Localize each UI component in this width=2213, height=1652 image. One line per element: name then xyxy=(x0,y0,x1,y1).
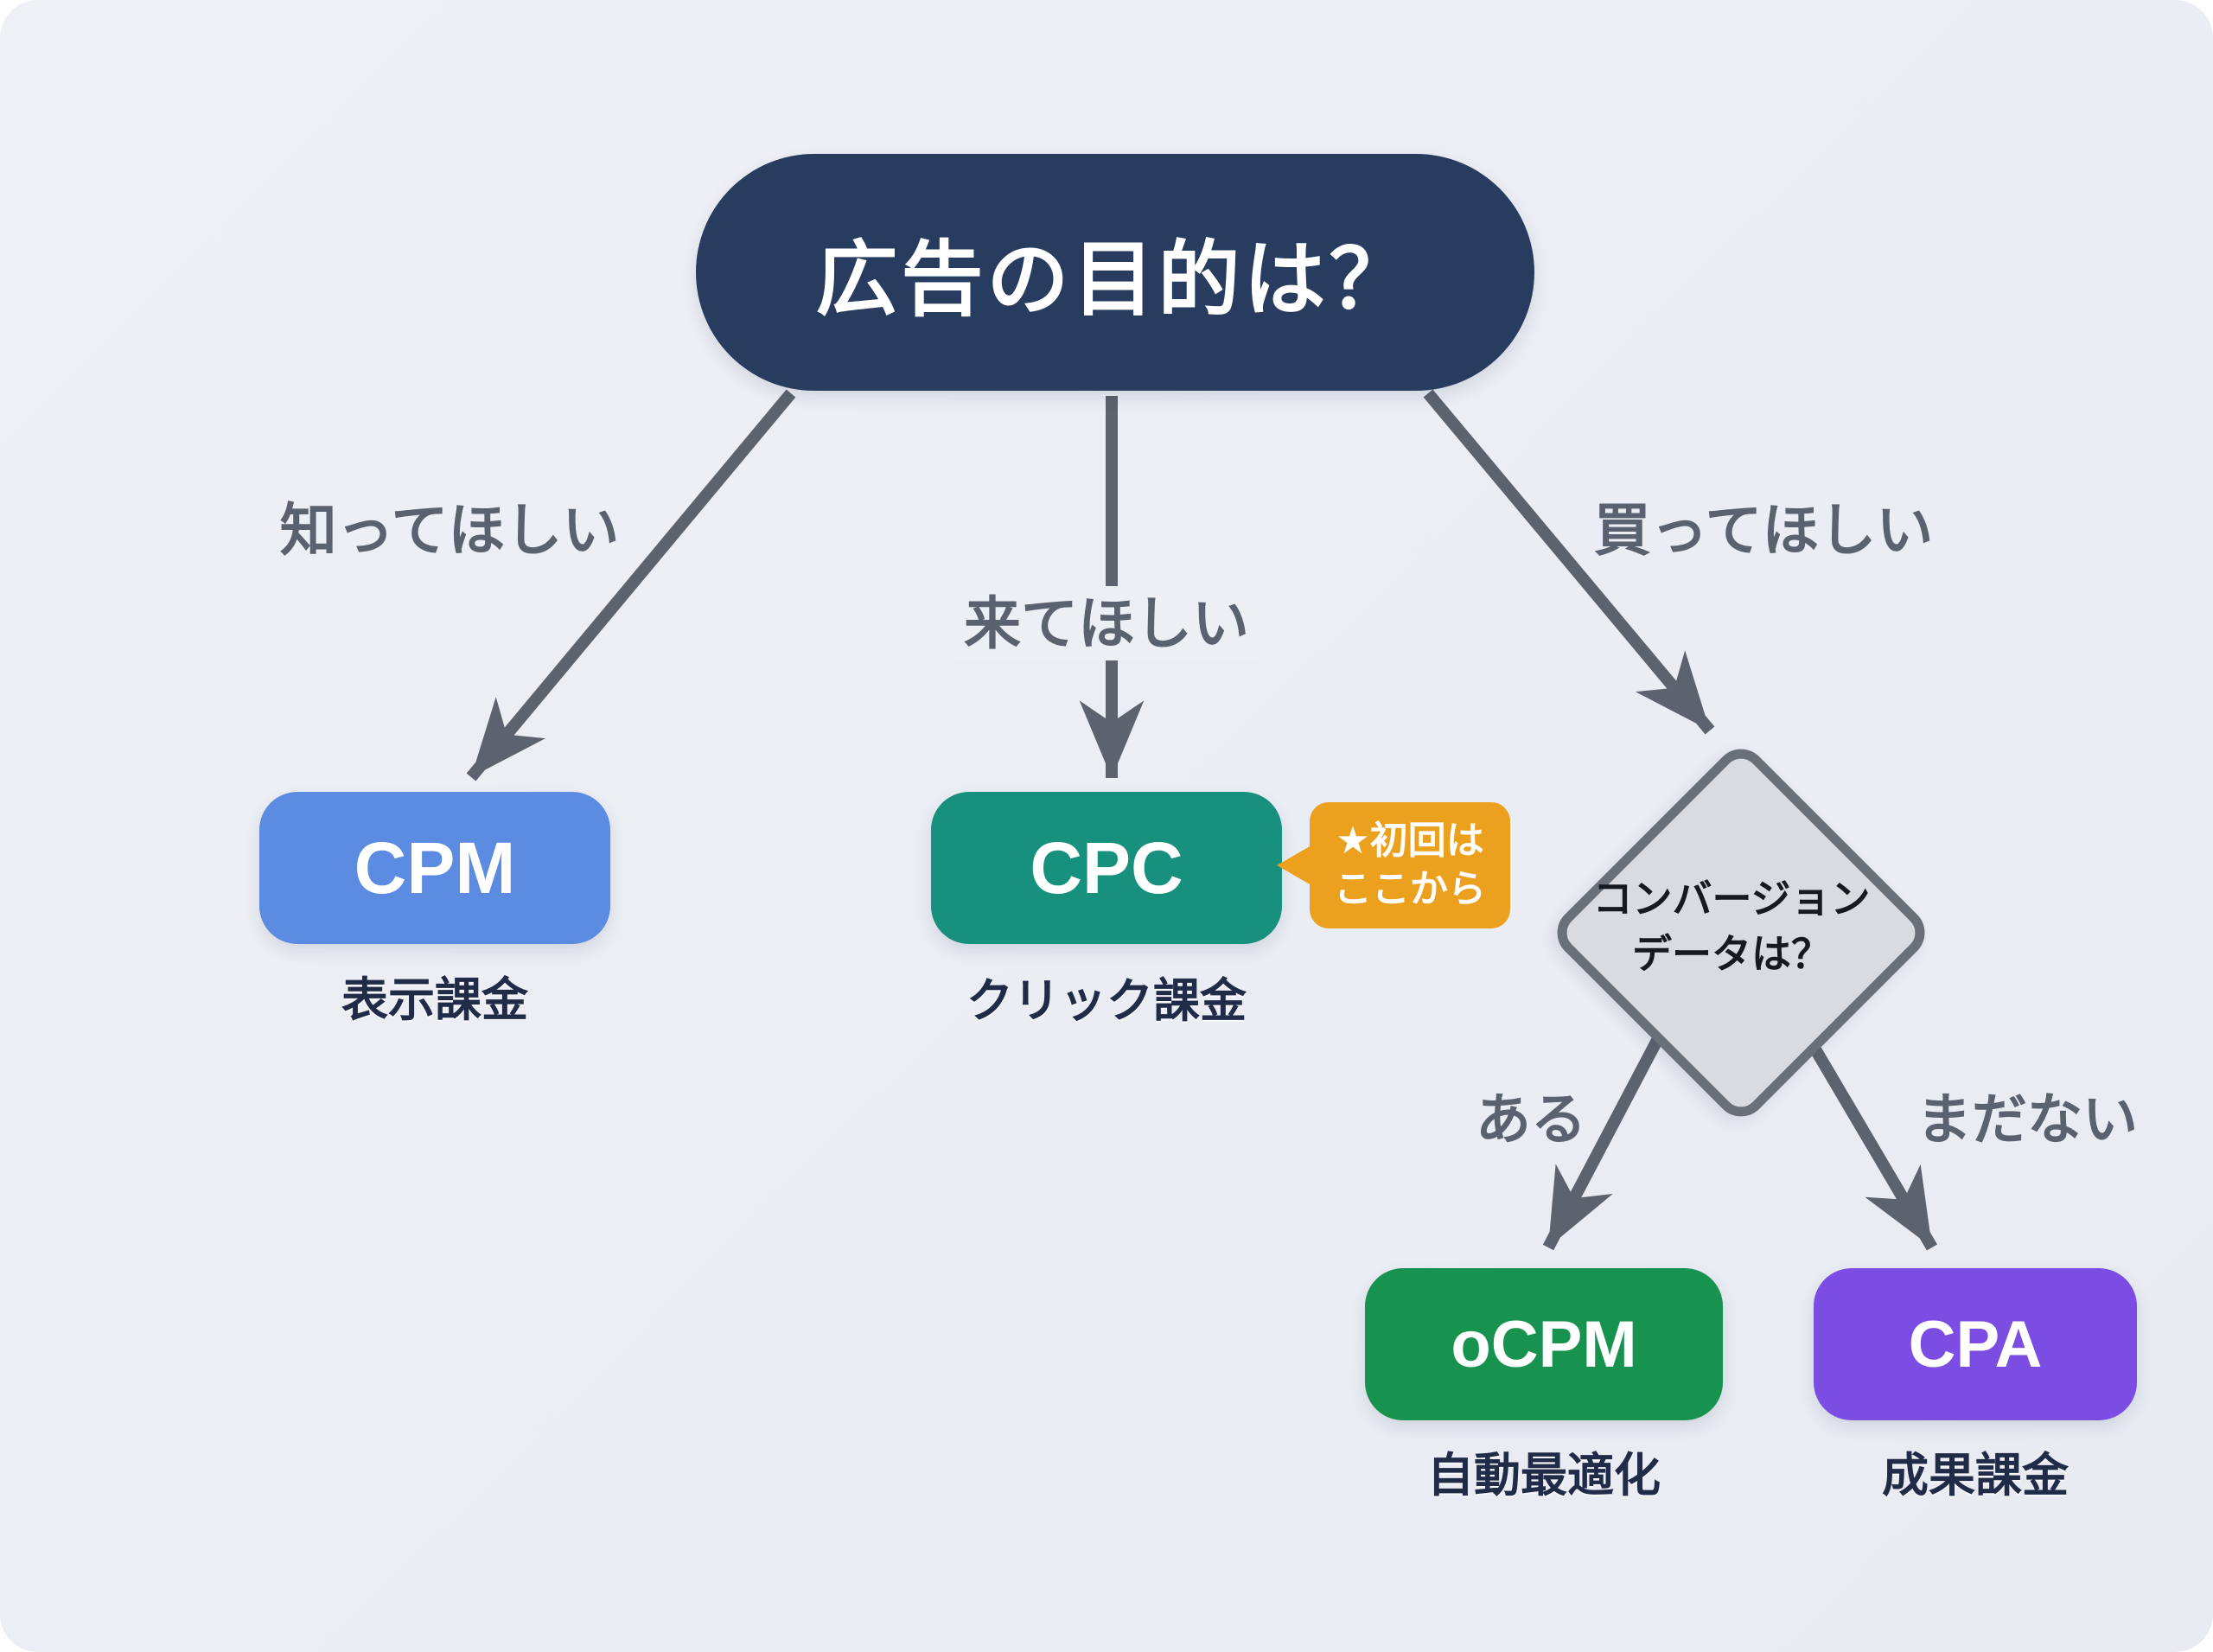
branch-label-no-data: まだない xyxy=(1916,1088,2138,1151)
node-cpm-label: CPM xyxy=(354,826,516,909)
branch-label-has-data: ある xyxy=(1476,1088,1586,1151)
decision-diamond-label: コンバージョン データは？ xyxy=(1592,871,1870,983)
arrow-root-to-decision xyxy=(1423,389,1715,735)
arrow-root-to-cpm xyxy=(466,389,796,781)
branch-label-aware: 知ってほしい xyxy=(279,498,620,562)
branch-label-visit: 来てほしい xyxy=(947,577,1266,660)
node-cpm: CPM xyxy=(259,792,610,944)
node-cpa-label: CPA xyxy=(1908,1307,2043,1381)
node-ocpm: oCPM xyxy=(1365,1268,1723,1420)
decision-line2: データは？ xyxy=(1632,932,1831,977)
callout-tail xyxy=(1277,845,1311,885)
node-cpc-sublabel: クリック課金 xyxy=(966,975,1247,1027)
callout-line2: ここから xyxy=(1334,868,1486,910)
node-cpa-sublabel: 成果課金 xyxy=(1882,1450,2069,1502)
callout-badge: ★初回は ここから xyxy=(1277,802,1510,928)
root-node-label: 広告の目的は？ xyxy=(815,233,1415,326)
node-ocpm-sublabel: 自動最適化 xyxy=(1427,1450,1661,1502)
node-ocpm-label: oCPM xyxy=(1451,1307,1637,1381)
node-cpc-label: CPC xyxy=(1030,826,1183,909)
node-cpm-sublabel: 表示課金 xyxy=(341,974,528,1026)
node-cpc: CPC xyxy=(931,792,1282,944)
root-node: 広告の目的は？ xyxy=(696,154,1534,391)
node-cpa: CPA xyxy=(1814,1268,2137,1420)
branch-label-buy: 買ってほしい xyxy=(1593,498,1934,562)
callout-line1: ★初回は xyxy=(1336,819,1484,862)
decision-line1: コンバージョン xyxy=(1592,876,1871,922)
